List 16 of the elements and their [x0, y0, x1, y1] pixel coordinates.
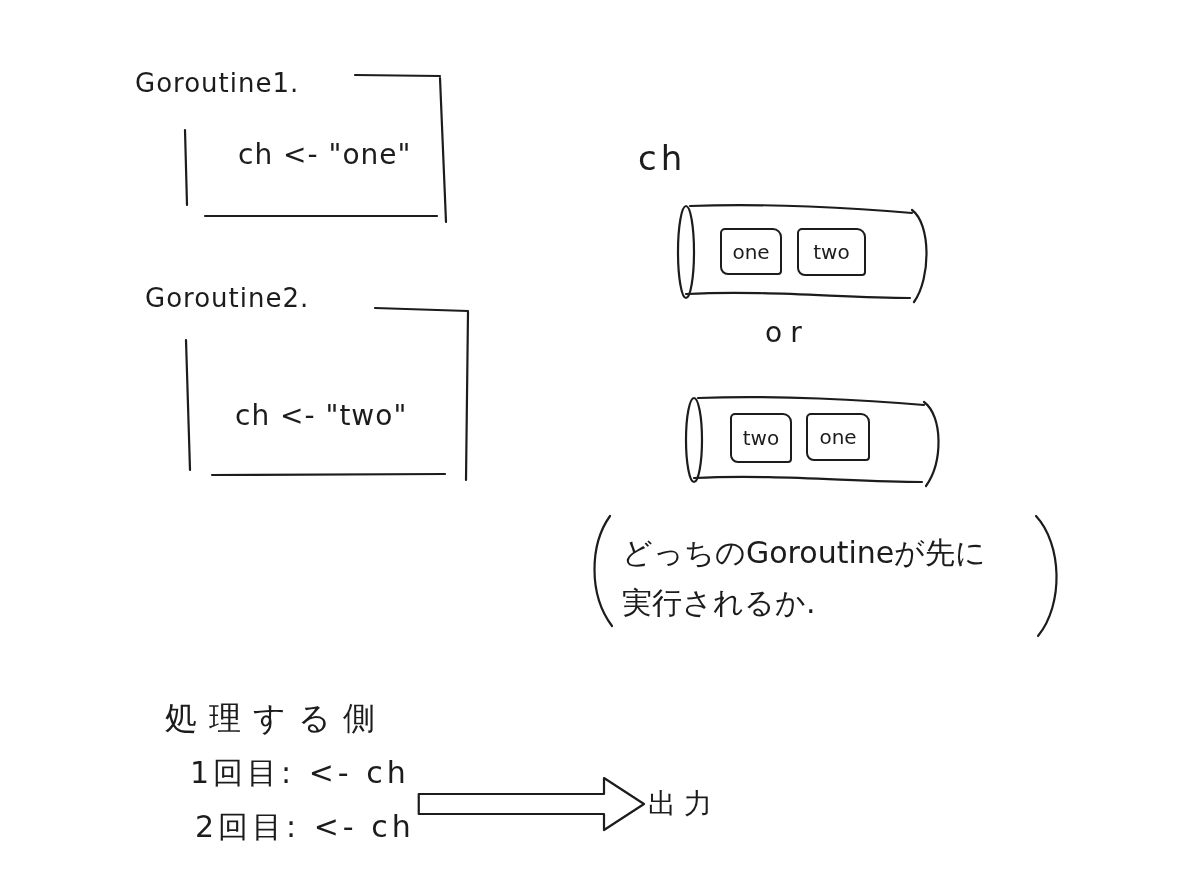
note-text: どっちのGoroutineが先に実行されるか.: [622, 534, 988, 622]
message-box: two: [797, 228, 866, 276]
block-arrow: [417, 776, 646, 832]
code-line: ch <- "one": [238, 138, 412, 172]
code-line: 2回目: <- ch: [195, 808, 415, 846]
message-box: one: [806, 413, 870, 461]
output-text: 出力: [648, 786, 720, 822]
goroutine-title: Goroutine1.: [135, 68, 300, 98]
channel-label: ch: [638, 138, 687, 178]
message-box: one: [720, 228, 782, 275]
separator-text: or: [765, 316, 810, 350]
code-line: ch <- "two": [235, 399, 408, 433]
section-title: 処理する側: [165, 698, 387, 738]
goroutine-title: Goroutine2.: [145, 283, 310, 313]
code-line: 1回目: <- ch: [190, 754, 410, 792]
message-box: two: [730, 413, 792, 463]
